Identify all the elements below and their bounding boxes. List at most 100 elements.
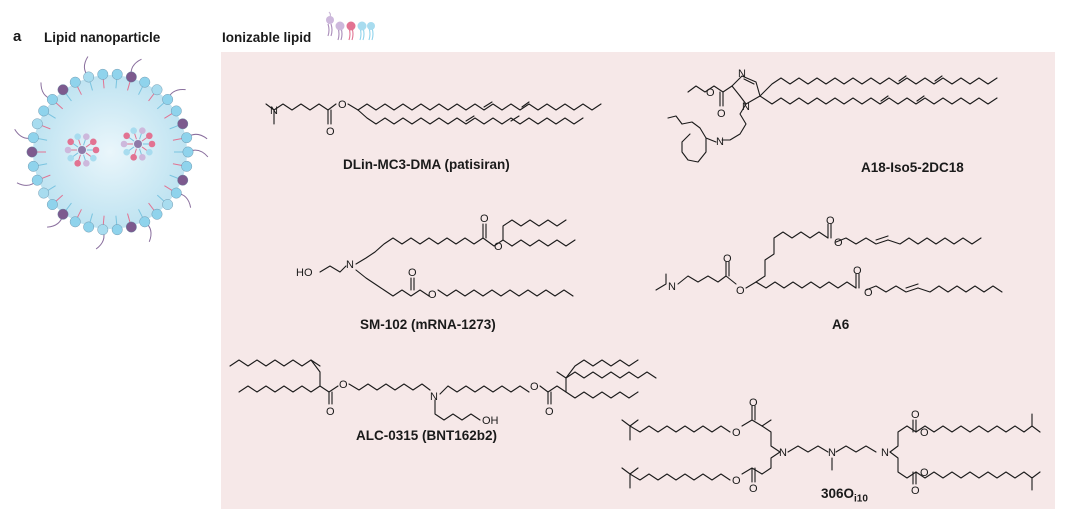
label-alc-0315: ALC-0315 (BNT162b2) [356, 428, 498, 443]
lipid-head [162, 94, 174, 105]
atom-o: O [326, 406, 335, 418]
atom-o: O [911, 409, 920, 421]
atom-o: O [717, 108, 726, 120]
lipid-head [139, 76, 151, 88]
atom-o: O [853, 265, 862, 277]
lipid-head [83, 71, 95, 83]
cluster-core [78, 146, 86, 154]
label-306oi10: 306Oi10 [821, 486, 868, 505]
atom-ho: HO [296, 267, 313, 279]
lipid-head [125, 221, 137, 233]
atom-n: N [828, 447, 836, 459]
cluster-head [67, 154, 74, 162]
atom-o: O [530, 381, 539, 393]
atom-n: N [738, 68, 746, 80]
alc-0315-structure: O O N O O OH [229, 359, 657, 427]
atom-n: N [779, 447, 787, 459]
atom-o: O [339, 379, 348, 391]
lipid-head [27, 132, 39, 144]
label-a6: A6 [832, 317, 850, 332]
lipid-nanoparticle-heading: Lipid nanoparticle [44, 30, 161, 45]
cluster-head [90, 154, 97, 162]
lipid-head [26, 146, 38, 158]
atom-o: O [749, 483, 758, 495]
cluster-head [90, 138, 97, 146]
atom-o: O [920, 427, 929, 439]
atom-oh: OH [482, 415, 499, 427]
panel-letter: a [13, 28, 22, 45]
cluster-head [64, 146, 72, 154]
lipid-head [83, 221, 95, 233]
cluster-head [92, 146, 100, 154]
atom-o: O [706, 87, 715, 99]
atom-o: O [826, 215, 835, 227]
lipid-head [46, 199, 58, 210]
atom-n: N [716, 136, 724, 148]
lipid-head [170, 187, 182, 199]
lipid-head [69, 216, 81, 228]
atom-o: O [723, 253, 732, 265]
lipid-head [97, 68, 109, 80]
lipid-head [57, 84, 69, 96]
lipid-head [177, 118, 189, 130]
lipid-head [97, 224, 109, 236]
atom-o: O [864, 287, 873, 299]
lipid-head [170, 105, 182, 117]
cluster-head [146, 148, 153, 156]
atom-o: O [338, 99, 347, 111]
cluster-head [123, 132, 130, 140]
lipid-head [182, 146, 194, 158]
lipid-head [31, 174, 43, 186]
lipid-head [125, 71, 137, 83]
atom-n: N [742, 101, 750, 113]
a6-structure: N O O O O O O [655, 215, 1003, 299]
label-a18-iso5-2dc18: A18-Iso5-2DC18 [861, 160, 964, 175]
lipid-head [46, 94, 58, 105]
atom-o: O [732, 427, 741, 439]
atom-o: O [428, 289, 437, 301]
lipid-head [69, 76, 81, 88]
atom-o: O [911, 485, 920, 497]
cluster-head [139, 154, 146, 161]
label-dlin-mc3-dma: DLin-MC3-DMA (patisiran) [343, 157, 510, 172]
cluster-head [130, 127, 137, 134]
lipid-head [181, 132, 193, 144]
atom-o: O [732, 475, 741, 487]
lipid-head [151, 84, 163, 96]
ionizable-lipid-heading: Ionizable lipid [222, 30, 312, 45]
a18-iso5-2dc18-structure: N N N O O [667, 68, 998, 163]
cluster-head [67, 138, 74, 146]
306oi10-structure: O O O O N N N O O O O [621, 397, 1041, 497]
atom-o: O [920, 467, 929, 479]
label-sm-102: SM-102 (mRNA-1273) [360, 317, 496, 332]
atom-o: O [408, 267, 417, 279]
lipid-nanoparticle-illustration [14, 56, 209, 250]
lipid-head [111, 68, 123, 80]
cluster-head [146, 132, 153, 140]
cluster-head [74, 133, 81, 140]
atom-n: N [270, 105, 278, 117]
cluster-core [134, 140, 142, 148]
lipid-head [151, 208, 163, 220]
atom-o: O [326, 126, 335, 138]
atom-o: O [545, 406, 554, 418]
lipid-head [57, 208, 69, 220]
atom-o: O [834, 237, 843, 249]
atom-o: O [480, 213, 489, 225]
lipid-head [111, 224, 123, 236]
lipid-head [177, 174, 189, 186]
cluster-head [123, 148, 130, 156]
label-306oi10-main: 306O [821, 486, 855, 501]
ionizable-lipid-panel [221, 52, 1055, 509]
cluster-head [139, 127, 146, 134]
sm-102-structure: HO N O O O O [296, 213, 576, 301]
dlin-mc3-dma-structure: N O O [265, 99, 602, 138]
atom-o: O [494, 241, 503, 253]
lipid-head [38, 105, 50, 117]
cluster-head [74, 160, 81, 167]
lipid-head [31, 118, 43, 130]
atom-n: N [346, 259, 354, 271]
atom-n: N [430, 391, 438, 403]
lipid-head [27, 160, 39, 172]
